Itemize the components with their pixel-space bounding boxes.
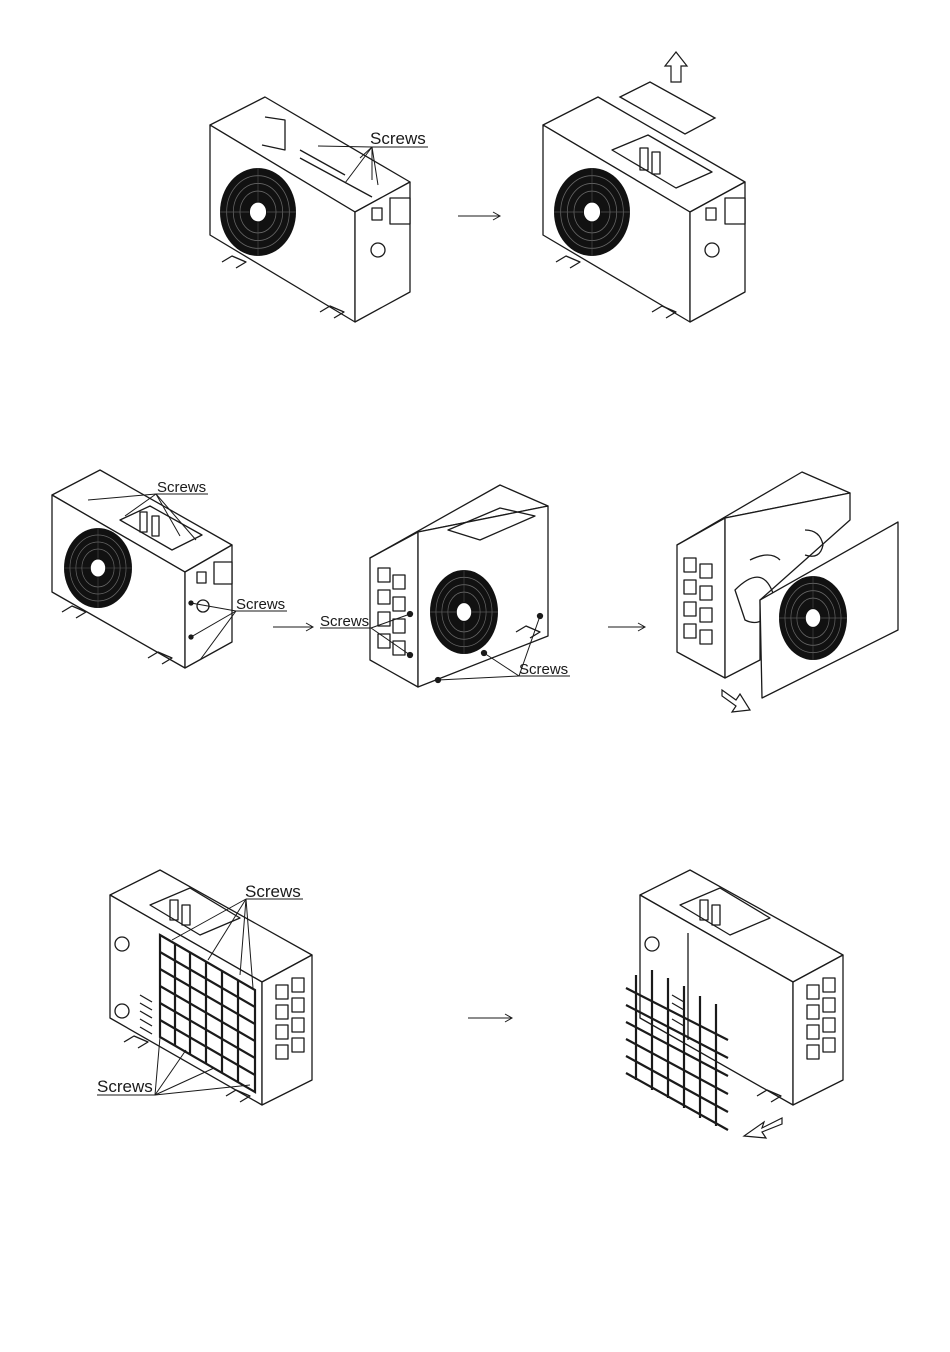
- arrow-right-icon: [468, 1014, 512, 1022]
- fan-icon: [779, 576, 847, 660]
- arrow-down-left-icon: [744, 1118, 782, 1138]
- screws-label: Screws: [519, 661, 568, 678]
- screws-label: Screws: [157, 479, 206, 496]
- unit-row3-step2: [640, 870, 843, 1105]
- arrow-right-icon: [273, 623, 313, 631]
- screws-label: Screws: [370, 129, 426, 148]
- arrow-up-icon: [665, 52, 687, 82]
- screws-label: Screws: [245, 882, 301, 901]
- arrow-down-left-icon: [722, 690, 750, 712]
- screws-label: Screws: [97, 1077, 153, 1096]
- fan-icon: [554, 168, 630, 256]
- fan-icon: [220, 168, 296, 256]
- screws-label: Screws: [236, 596, 285, 613]
- arrow-right-icon: [458, 212, 500, 220]
- fan-icon: [430, 570, 498, 654]
- arrow-right-icon: [608, 623, 645, 631]
- fan-icon: [64, 528, 132, 608]
- screws-label: Screws: [320, 613, 369, 630]
